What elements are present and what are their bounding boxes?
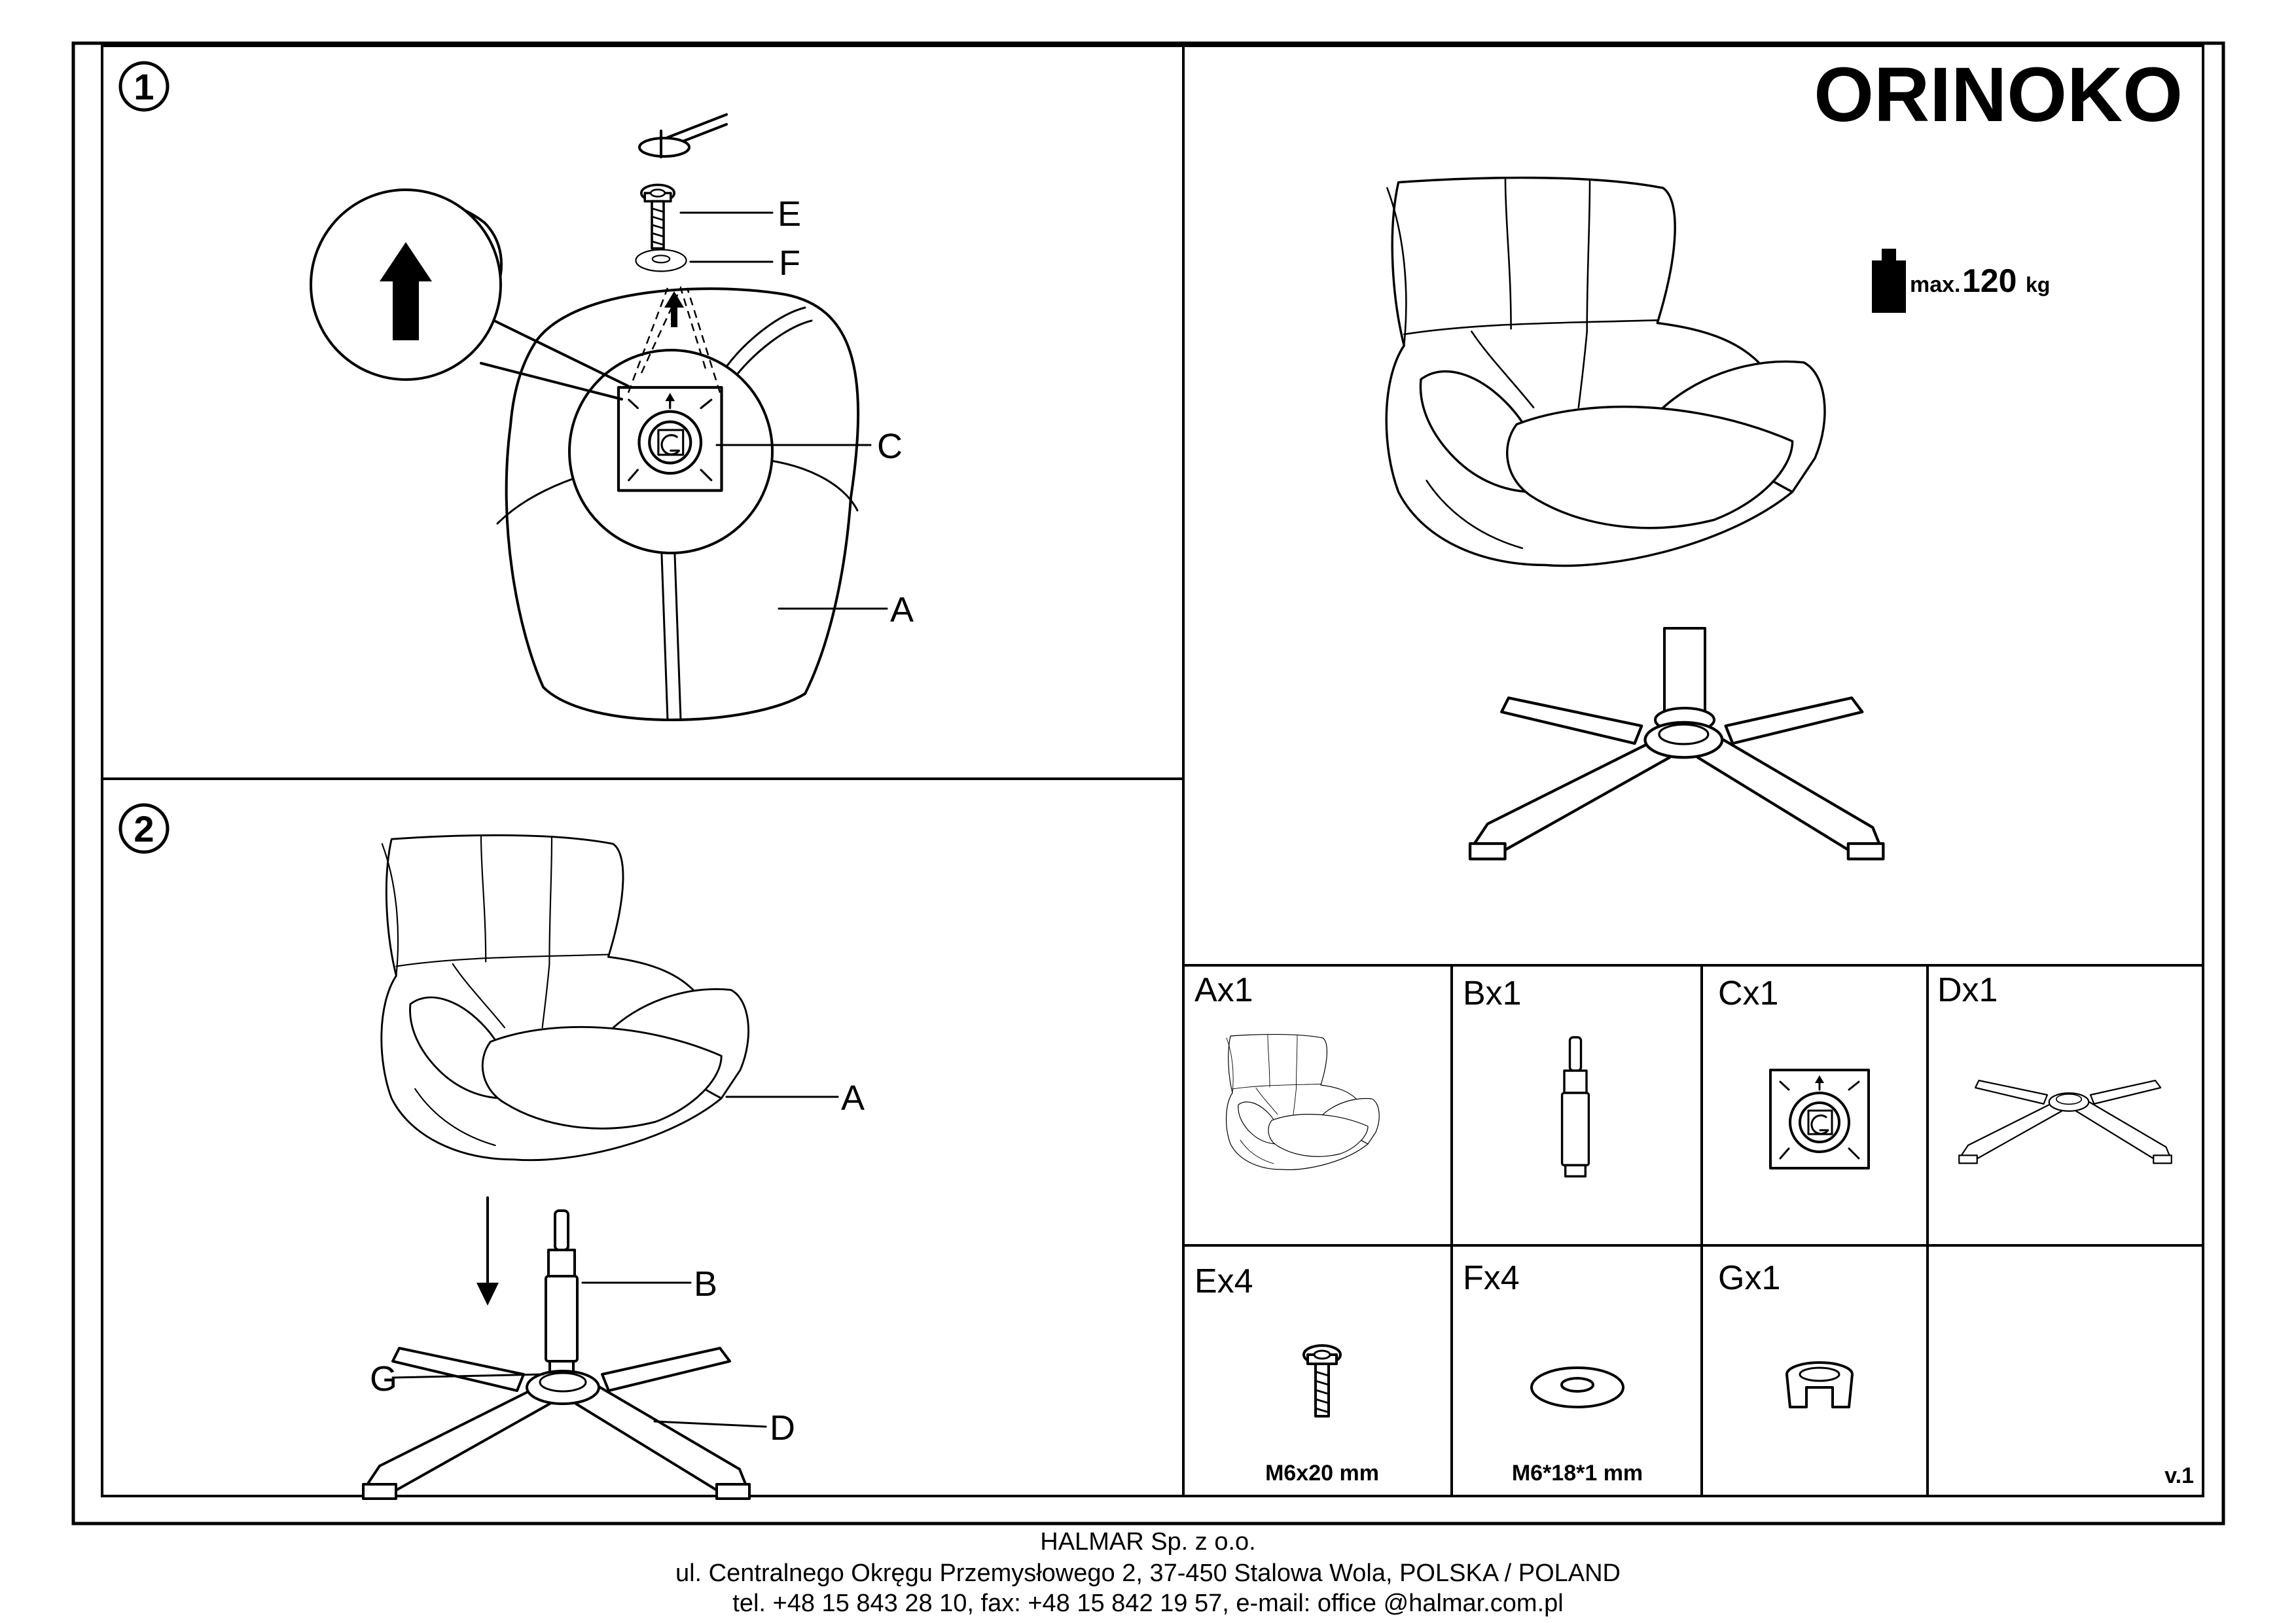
part-image-E	[1302, 1344, 1342, 1418]
part-image-D	[1958, 1079, 2172, 1164]
callout-A-step1: A	[890, 590, 914, 630]
part-label-G: Gx1	[1718, 1259, 1780, 1297]
inner-border	[101, 45, 2204, 1497]
step-1-panel: 1 E F C A	[118, 61, 914, 721]
part-image-B	[1560, 1036, 1590, 1178]
part-image-G	[1785, 1361, 1854, 1408]
part-label-B: Bx1	[1463, 974, 1522, 1012]
footer-company: HALMAR Sp. z o.o.	[1040, 1528, 1256, 1556]
part-label-D: Dx1	[1937, 971, 1998, 1009]
version-label: v.1	[2164, 1463, 2194, 1488]
outer-border	[71, 41, 2225, 1525]
part-spec-E: M6x20 mm	[1265, 1461, 1379, 1486]
part-image-F	[1530, 1366, 1624, 1408]
parts-grid: Ax1 Bx1 Cx1 Dx1 Ex4 M6x20 mm Fx4 M6*18*1…	[1194, 971, 2194, 1488]
part-label-E: Ex4	[1194, 1262, 1253, 1300]
callout-D: D	[770, 1408, 795, 1448]
callout-G: G	[370, 1359, 397, 1399]
product-panel: ORINOKO max. 120 kg	[1385, 52, 2183, 859]
weight-icon	[1872, 249, 1906, 313]
callout-F: F	[779, 243, 800, 283]
part-image-A	[1225, 1033, 1380, 1170]
assembled-chair-drawing	[1385, 176, 1826, 567]
step-1-number: 1	[134, 66, 154, 107]
callout-B: B	[694, 1264, 717, 1304]
part-image-C	[1769, 1069, 1870, 1169]
part-spec-F: M6*18*1 mm	[1512, 1461, 1643, 1486]
callout-A-step2: A	[841, 1079, 865, 1118]
callout-C: C	[877, 427, 903, 466]
callout-E: E	[778, 194, 801, 234]
footer-address: ul. Centralnego Okręgu Przemysłowego 2, …	[675, 1560, 1621, 1587]
load-prefix: max.	[1910, 272, 1961, 297]
footer-contact: tel. +48 15 843 28 10, fax: +48 15 842 1…	[732, 1590, 1564, 1617]
part-label-F: Fx4	[1463, 1259, 1520, 1297]
product-title: ORINOKO	[1814, 52, 2183, 138]
load-unit: kg	[2026, 273, 2050, 296]
load-value: 120	[1962, 262, 2017, 299]
step-2-number: 2	[134, 808, 154, 849]
part-label-C: Cx1	[1718, 974, 1778, 1012]
step-2-panel: 2 A B G D	[118, 803, 865, 1500]
part-label-A: Ax1	[1194, 971, 1253, 1009]
